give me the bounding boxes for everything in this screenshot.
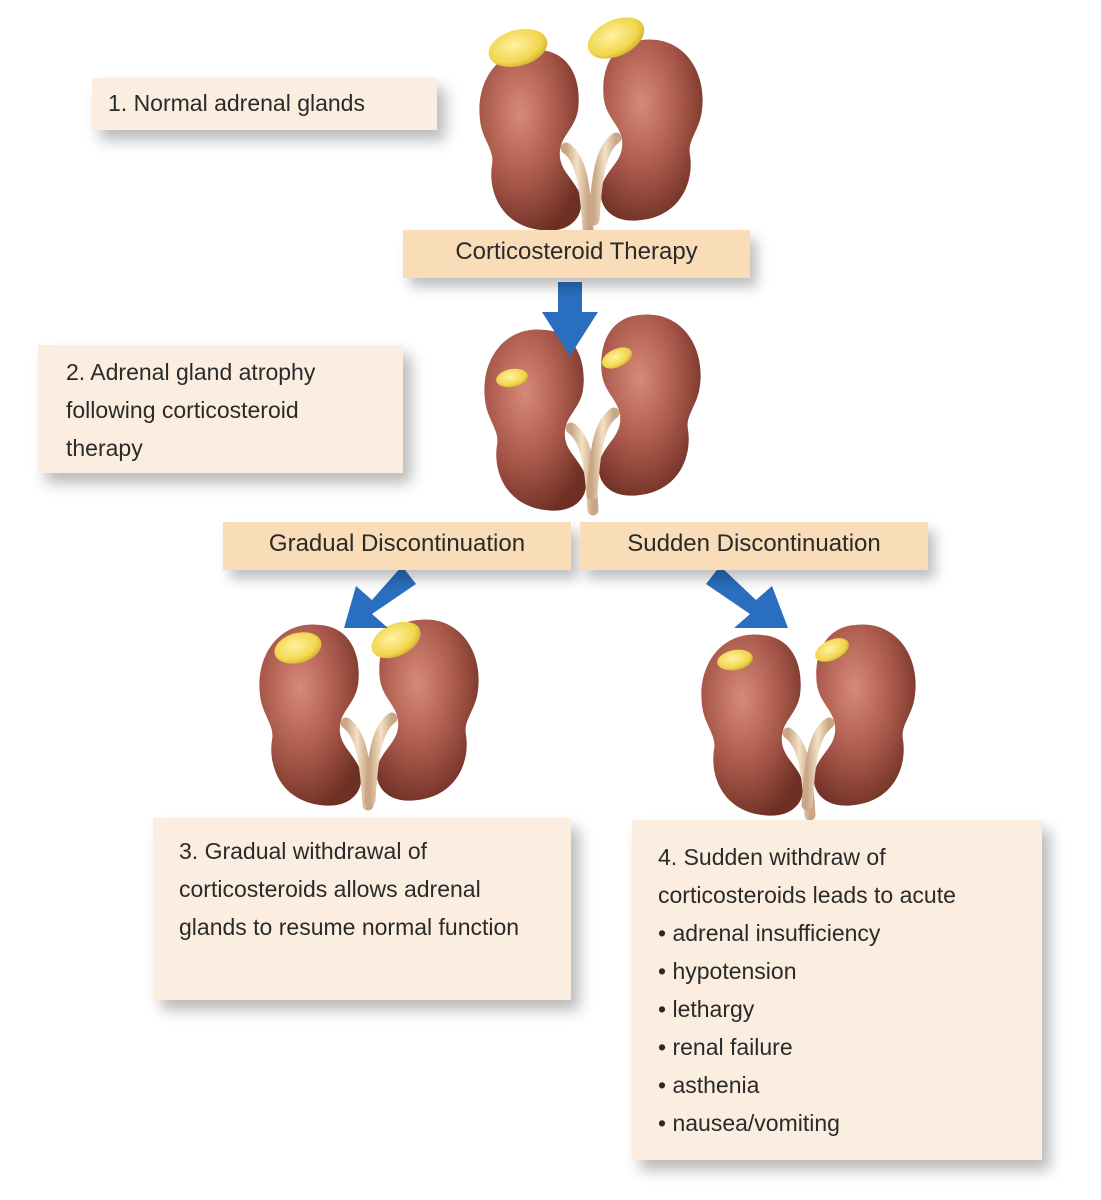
arrow-down — [542, 282, 598, 356]
kidney-pair-gradual — [259, 615, 478, 806]
arrow-down-left — [344, 566, 416, 628]
sudden-effects-list: adrenal insufficiency hypotension lethar… — [658, 914, 1024, 1142]
effect-item: lethargy — [658, 990, 1024, 1028]
step-gradual-result-text: 3. Gradual withdrawal of corticosteroids… — [179, 838, 520, 940]
transition-sudden-label: Sudden Discontinuation — [580, 522, 928, 570]
effect-item: asthenia — [658, 1066, 1024, 1104]
arrow-down-right — [706, 566, 788, 628]
step-sudden-result-intro: 4. Sudden withdraw of corticosteroids le… — [658, 844, 956, 908]
effect-item: nausea/vomiting — [658, 1104, 1024, 1142]
step-normal-box: 1. Normal adrenal glands — [92, 78, 437, 130]
transition-gradual-text: Gradual Discontinuation — [268, 530, 526, 557]
transition-therapy-text: Corticosteroid Therapy — [455, 238, 698, 265]
step-gradual-result-box: 3. Gradual withdrawal of corticosteroids… — [153, 818, 571, 1000]
kidney-pair-normal — [479, 17, 702, 231]
kidney-pair-atrophy — [484, 315, 700, 511]
effect-item: hypotension — [658, 952, 1024, 990]
transition-gradual-label: Gradual Discontinuation — [223, 522, 571, 570]
step-atrophy-text: 2. Adrenal gland atrophy following corti… — [66, 359, 316, 461]
kidney-pair-sudden — [701, 625, 915, 816]
step-sudden-result-box: 4. Sudden withdraw of corticosteroids le… — [632, 820, 1042, 1160]
step-atrophy-box: 2. Adrenal gland atrophy following corti… — [38, 345, 403, 473]
effect-item: renal failure — [658, 1028, 1024, 1066]
effect-item: adrenal insufficiency — [658, 914, 1024, 952]
step-normal-text: 1. Normal adrenal glands — [108, 90, 365, 116]
transition-sudden-text: Sudden Discontinuation — [627, 530, 881, 557]
transition-therapy-label: Corticosteroid Therapy — [403, 230, 750, 278]
